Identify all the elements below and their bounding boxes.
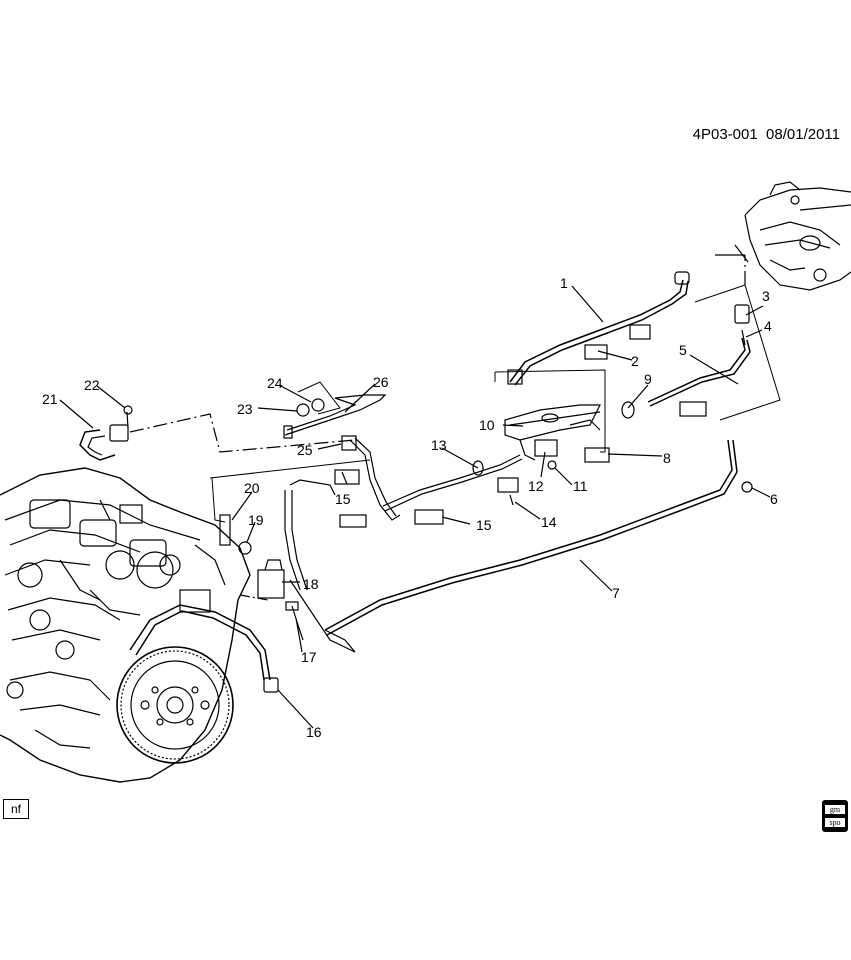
callout-10: 10 (479, 417, 495, 433)
callout-6: 6 (770, 491, 778, 507)
callout-23: 23 (237, 401, 253, 417)
transmission-assembly (715, 181, 851, 291)
reference-code: 4P03-001 (692, 126, 758, 143)
engine-assembly (0, 467, 251, 783)
callout-14: 14 (541, 514, 557, 530)
callout-1: 1 (560, 275, 568, 291)
callout-17: 17 (301, 649, 317, 665)
logo-text-gm: gm (825, 805, 845, 814)
callout-2: 2 (631, 353, 639, 369)
callout-20: 20 (244, 480, 260, 496)
diagram-linework (0, 181, 851, 783)
callout-9: 9 (644, 371, 652, 387)
callout-24: 24 (267, 375, 283, 391)
callout-12: 12 (528, 478, 544, 494)
callout-25: 25 (297, 442, 313, 458)
callout-21: 21 (42, 391, 58, 407)
callout-19: 19 (248, 512, 264, 528)
callout-18: 18 (303, 576, 319, 592)
callout-11: 11 (573, 478, 588, 494)
callout-13: 13 (431, 437, 447, 453)
callout-3: 3 (762, 288, 770, 304)
callout-4: 4 (764, 318, 772, 334)
gm-spo-logo: gm spo (822, 800, 848, 832)
logo-text-spo: spo (825, 818, 845, 827)
diagram-reference-header: 4P03-001 08/01/2011 (600, 126, 840, 143)
callout-7: 7 (612, 585, 620, 601)
flywheel (116, 646, 234, 764)
callout-5: 5 (679, 342, 687, 358)
callout-26: 26 (373, 374, 389, 390)
callout-16: 16 (306, 724, 322, 740)
callout-22: 22 (84, 377, 100, 393)
nf-corner-label: nf (3, 799, 29, 819)
callout-15-lower: 15 (476, 517, 492, 533)
diagram-date: 08/01/2011 (766, 126, 840, 143)
callout-labels: 1 2 3 4 5 6 7 8 9 10 11 12 13 14 15 15 1… (42, 275, 778, 740)
callout-15-upper: 15 (335, 491, 351, 507)
callout-8: 8 (663, 450, 671, 466)
